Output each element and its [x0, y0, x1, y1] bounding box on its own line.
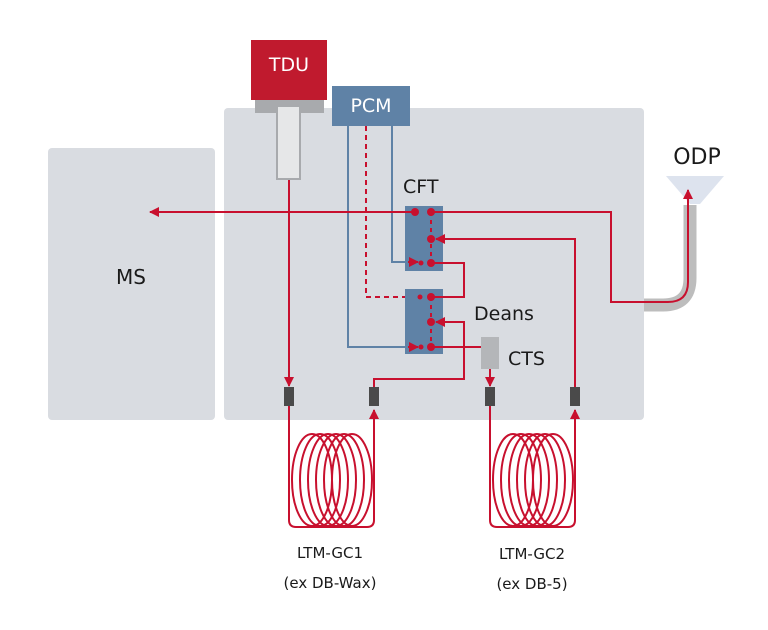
- deans-node-small: [418, 344, 424, 350]
- cft-label: CFT: [403, 176, 439, 198]
- cft-node-4: [427, 259, 435, 267]
- cft-node-small: [418, 260, 424, 266]
- deans-node-3: [427, 343, 435, 351]
- cts-box: [481, 337, 499, 369]
- tdu-label: TDU: [268, 54, 309, 76]
- odp-funnel: [666, 176, 724, 204]
- deans-node-2: [427, 318, 435, 326]
- ms-panel: [48, 148, 215, 420]
- column-1-name: LTM-GC1: [297, 544, 363, 562]
- deans-node-small-top: [417, 294, 423, 300]
- odp-transfer-tube: [644, 205, 697, 312]
- pcm-label: PCM: [350, 95, 391, 117]
- cft-node-2: [427, 208, 435, 216]
- flow-cft-to-deans: [431, 262, 465, 298]
- flow-cft-to-odp: [431, 189, 693, 303]
- tdu-liner: [276, 105, 301, 180]
- gc1-outlet-connector: [369, 387, 379, 406]
- tdu-box: [251, 40, 327, 100]
- ltm-gc2-coil: [489, 406, 580, 528]
- gc1-inlet-connector: [284, 387, 294, 406]
- pcm-dashed-line: [365, 126, 420, 298]
- ltm-gc1-coil: [288, 406, 379, 528]
- gc2-outlet-connector: [570, 387, 580, 406]
- flow-gc1-to-deans: [373, 317, 465, 390]
- cft-node-1: [411, 208, 419, 216]
- pcm-line-cft: [391, 126, 408, 263]
- cft-node-3: [427, 235, 435, 243]
- column-2-name: LTM-GC2: [499, 545, 565, 563]
- odp-label: ODP: [673, 145, 721, 170]
- column-2-phase: (ex DB-5): [496, 575, 567, 593]
- gc2-inlet-connector: [485, 387, 495, 406]
- ms-label: MS: [116, 265, 146, 289]
- column-1-phase: (ex DB-Wax): [284, 574, 377, 592]
- cts-label: CTS: [508, 348, 545, 370]
- pcm-line-deans: [347, 126, 408, 348]
- pcm-box: [332, 86, 410, 126]
- flow-gc2-to-cft: [435, 234, 576, 390]
- deans-label: Deans: [474, 303, 534, 325]
- deans-node-1: [427, 293, 435, 301]
